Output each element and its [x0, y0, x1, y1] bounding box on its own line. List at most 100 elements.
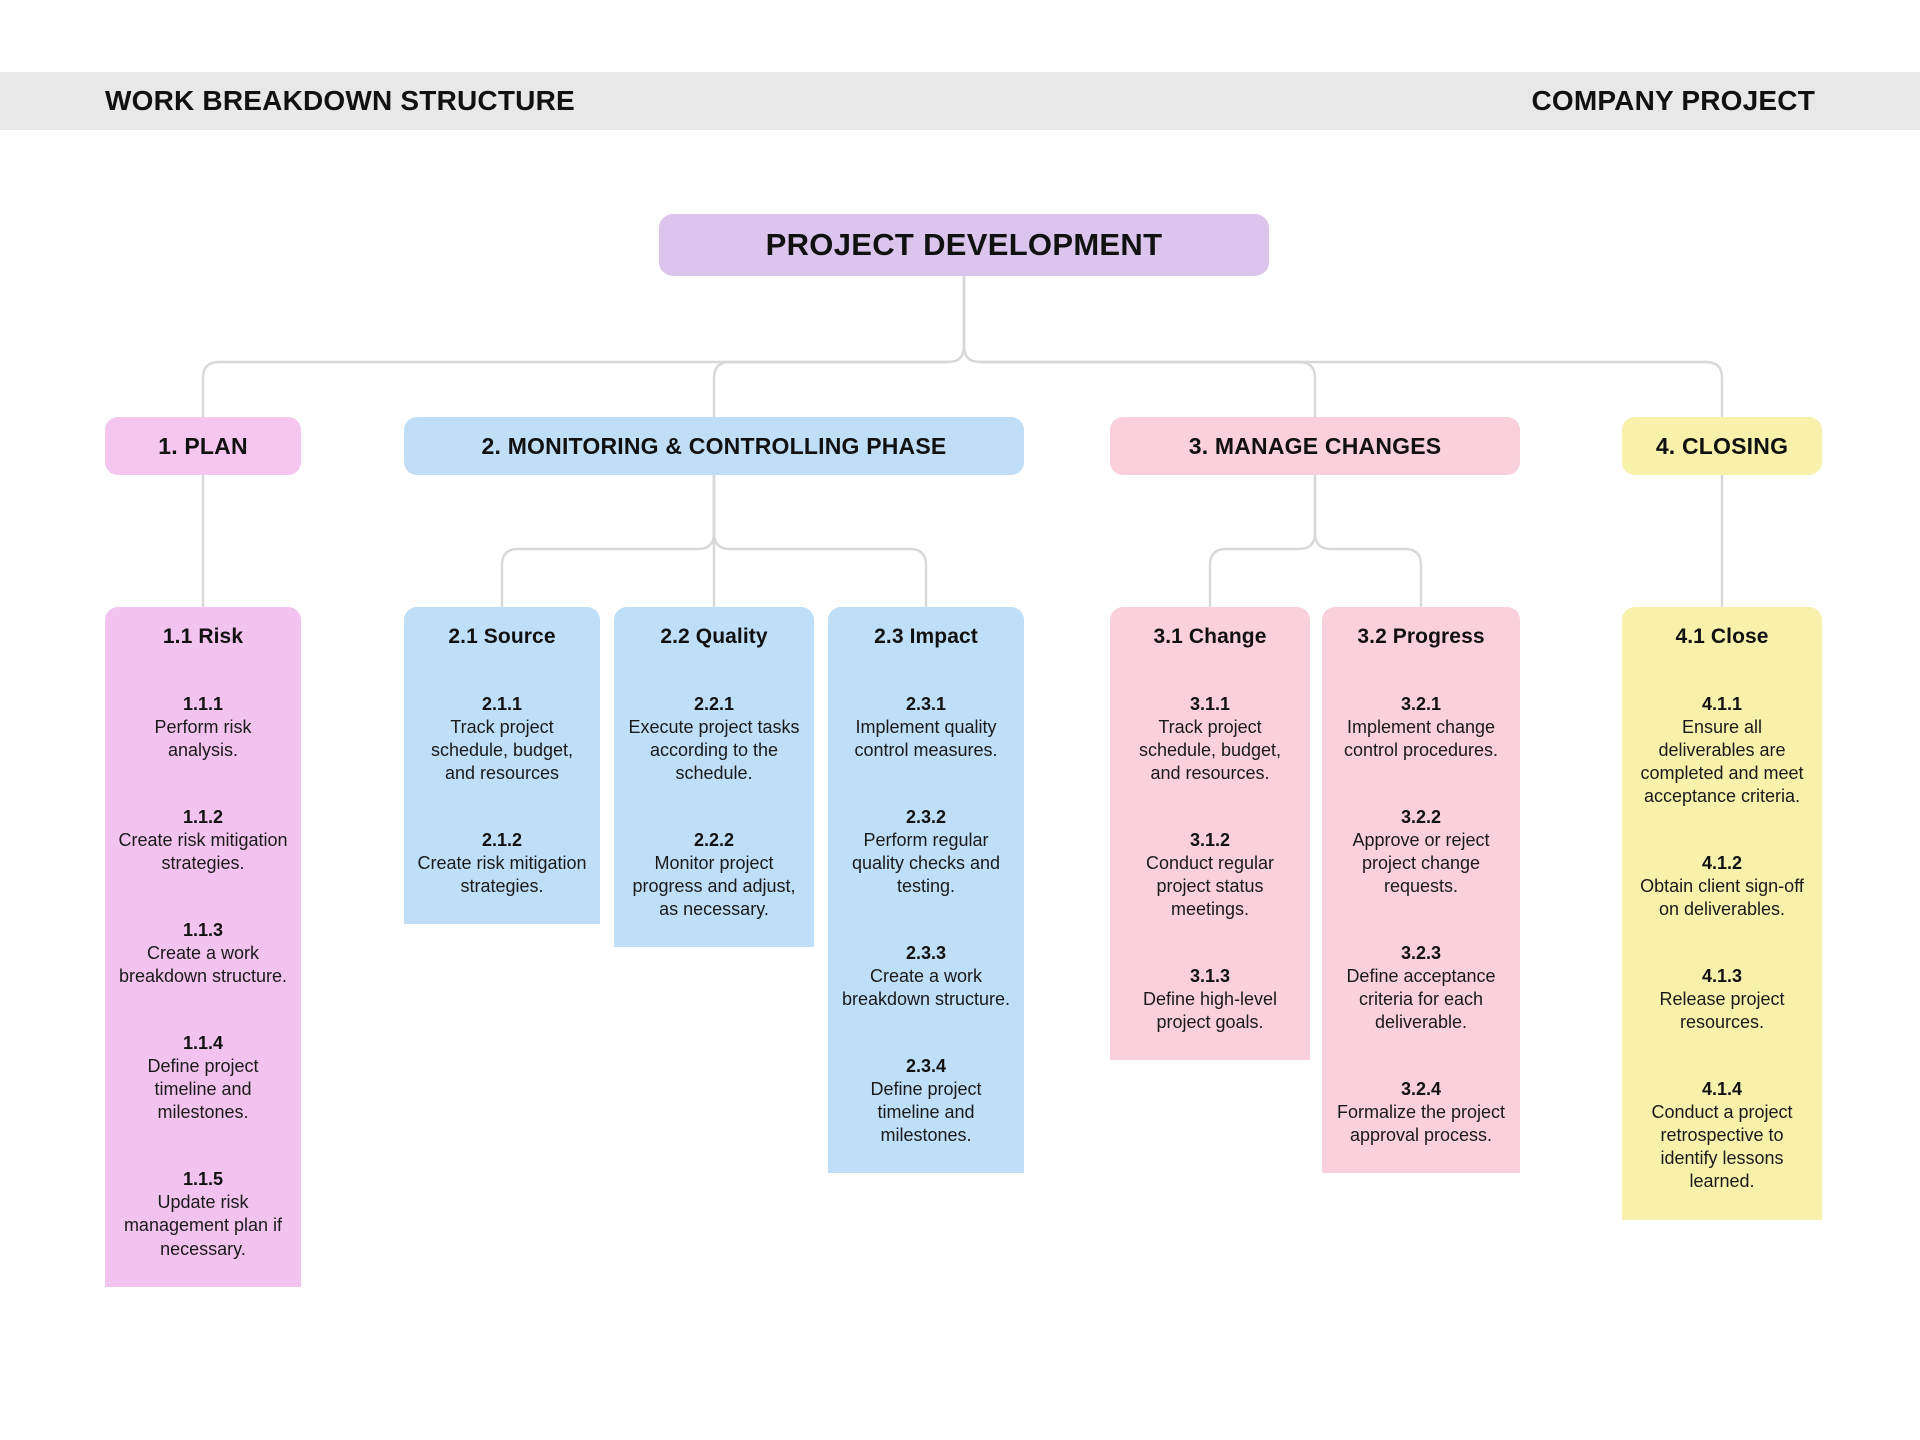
task-code: 4.1.2 — [1701, 853, 1743, 874]
task-description: Implement quality control measures. — [854, 717, 998, 761]
column-header[interactable]: 2.2 Quality — [614, 607, 814, 667]
task-code: 2.1.2 — [481, 830, 523, 851]
task-description: Conduct regular project status meetings. — [1145, 853, 1275, 920]
root-node-label: PROJECT DEVELOPMENT — [765, 227, 1163, 262]
task-code: 2.3.4 — [905, 1056, 947, 1077]
task-code: 1.1.2 — [182, 807, 224, 828]
column-header[interactable]: 1.1 Risk — [105, 607, 301, 667]
column-header[interactable]: 3.2 Progress — [1322, 607, 1520, 667]
task-description: Approve or reject project change request… — [1352, 830, 1490, 897]
phase-node-4[interactable]: 4. CLOSING — [1622, 417, 1822, 475]
column-header[interactable]: 4.1 Close — [1622, 607, 1822, 667]
column-header[interactable]: 2.3 Impact — [828, 607, 1024, 667]
task-code: 4.1.4 — [1701, 1079, 1743, 1100]
phase-node-label: 2. MONITORING & CONTROLLING PHASE — [481, 432, 947, 459]
phase-node-label: 1. PLAN — [158, 432, 248, 459]
column-header-label: 3.1 Change — [1153, 625, 1267, 648]
task-code: 3.1.3 — [1189, 966, 1231, 987]
task-code: 3.2.2 — [1400, 807, 1442, 828]
task-code: 2.1.1 — [481, 694, 523, 714]
task-description: Obtain client sign-off on deliverables. — [1640, 876, 1804, 920]
task-description: Create risk mitigation strategies. — [417, 853, 587, 897]
task-description: Conduct a project retrospective to ident… — [1651, 1102, 1793, 1192]
column-header-label: 1.1 Risk — [162, 625, 244, 648]
task-code: 4.1.1 — [1701, 694, 1743, 714]
connector-path — [962, 276, 1724, 417]
task-code: 2.3.3 — [905, 943, 947, 964]
task-code: 1.1.4 — [182, 1033, 224, 1054]
connector-path — [201, 276, 966, 417]
connector-path — [712, 475, 928, 607]
task-code: 1.1.5 — [182, 1169, 224, 1190]
task-code: 3.2.1 — [1400, 694, 1442, 714]
task-code: 4.1.3 — [1701, 966, 1743, 987]
phase-node-label: 3. MANAGE CHANGES — [1188, 432, 1442, 459]
task-description: Perform regular quality checks and testi… — [851, 830, 1001, 897]
column-header[interactable]: 3.1 Change — [1110, 607, 1310, 667]
connector-path — [712, 276, 966, 417]
task-description: Monitor project progress and adjust, as … — [632, 853, 796, 920]
task-code: 3.1.1 — [1189, 694, 1231, 714]
phase-node-label: 4. CLOSING — [1655, 432, 1789, 459]
task-description: Create a work breakdown structure. — [841, 966, 1011, 1010]
phase-node-2[interactable]: 2. MONITORING & CONTROLLING PHASE — [404, 417, 1024, 475]
column-header-label: 2.3 Impact — [874, 625, 978, 648]
task-description: Create risk mitigation strategies. — [118, 830, 288, 874]
column-header[interactable]: 2.1 Source — [404, 607, 600, 667]
task-description: Ensure all deliverables are completed an… — [1640, 717, 1804, 807]
phase-node-1[interactable]: 1. PLAN — [105, 417, 301, 475]
task-description: Implement change control procedures. — [1343, 717, 1499, 761]
task-description: Define high-level project goals. — [1142, 989, 1278, 1033]
column-header-label: 2.2 Quality — [660, 625, 768, 648]
task-description: Formalize the project approval process. — [1336, 1102, 1506, 1146]
task-description: Track project schedule, budget, and reso… — [1138, 717, 1282, 784]
task-description: Define acceptance criteria for each deli… — [1346, 966, 1496, 1033]
task-description: Define project timeline and milestones. — [870, 1079, 982, 1146]
task-description: Track project schedule, budget, and reso… — [430, 717, 574, 784]
phase-node-3[interactable]: 3. MANAGE CHANGES — [1110, 417, 1520, 475]
company-label: COMPANY PROJECT — [1531, 85, 1815, 116]
task-code: 3.2.4 — [1400, 1079, 1442, 1100]
task-description: Perform risk analysis. — [154, 717, 252, 761]
connector-path — [1208, 475, 1317, 607]
header-bar: WORK BREAKDOWN STRUCTURE COMPANY PROJECT — [0, 72, 1920, 130]
root-node-project-development[interactable]: PROJECT DEVELOPMENT — [659, 214, 1269, 276]
column-header-label: 4.1 Close — [1675, 625, 1769, 648]
